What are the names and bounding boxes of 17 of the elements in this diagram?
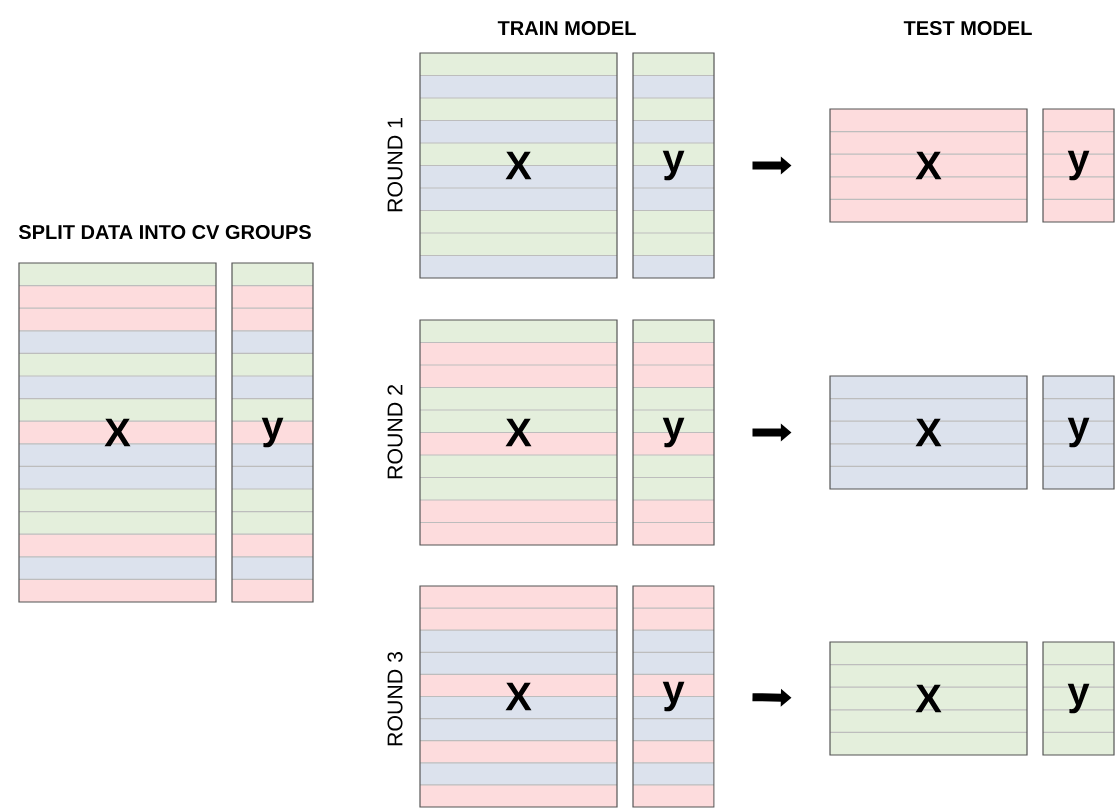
data-matrix: X <box>18 262 217 603</box>
data-matrix: y <box>632 52 715 279</box>
data-matrix: X <box>419 585 618 808</box>
data-matrix: X <box>829 375 1028 490</box>
data-matrix: X <box>829 108 1028 223</box>
data-matrix: y <box>632 319 715 546</box>
data-matrix: X <box>419 319 618 546</box>
column-heading: SPLIT DATA INTO CV GROUPS <box>18 224 311 240</box>
data-matrix: X <box>829 641 1028 756</box>
data-matrix: y <box>1042 641 1115 756</box>
data-matrix: y <box>231 262 314 603</box>
data-matrix: X <box>419 52 618 279</box>
data-matrix: y <box>632 585 715 808</box>
data-matrix: y <box>1042 108 1115 223</box>
column-heading: TEST MODEL <box>903 20 1032 36</box>
column-heading: TRAIN MODEL <box>497 20 636 36</box>
data-matrix: y <box>1042 375 1115 490</box>
